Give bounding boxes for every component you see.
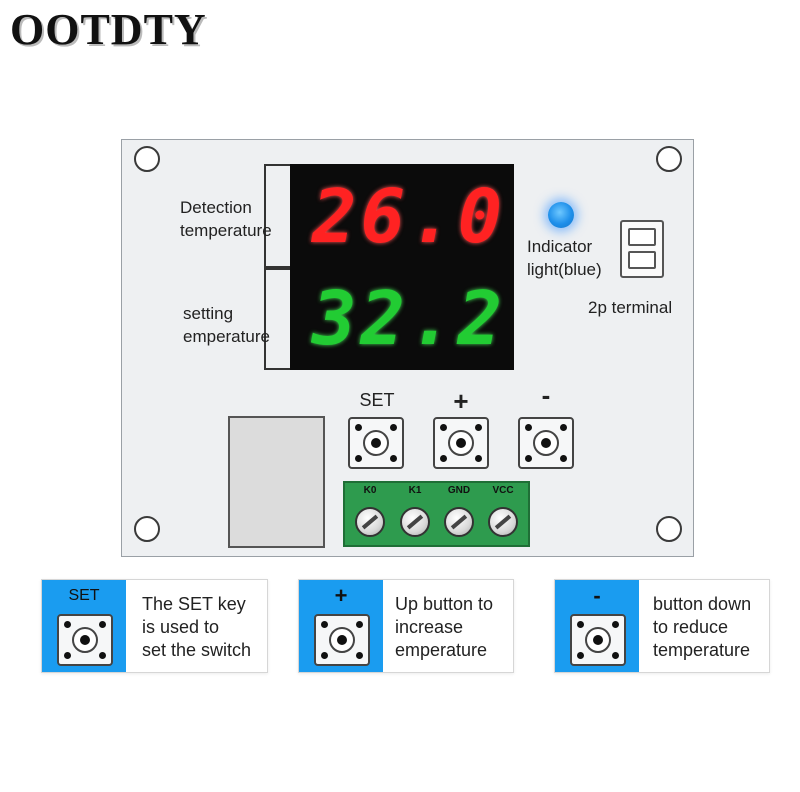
setting-bracket bbox=[264, 268, 290, 370]
legend-description: Up button to increase emperature bbox=[395, 594, 494, 660]
setting-temperature-display: 32.2 bbox=[290, 268, 514, 370]
setting-temperature-label: setting emperature bbox=[183, 304, 270, 346]
set-button-label: SET bbox=[359, 390, 395, 410]
plus-button[interactable] bbox=[433, 417, 489, 469]
setting-temperature-value: 32.2 bbox=[312, 276, 507, 362]
plus-button-label: + bbox=[453, 386, 469, 416]
screw-icon[interactable] bbox=[444, 507, 474, 537]
legend-key-title: SET bbox=[68, 587, 100, 604]
brand-logo: OOTDTY bbox=[10, 5, 207, 54]
legend-card-plus: + Up button to increase emperature bbox=[298, 579, 514, 673]
screw-terminal-block: K0 K1 GND VCC bbox=[343, 481, 530, 547]
terminal-label-k0: K0 bbox=[363, 485, 377, 496]
terminal-label-vcc: VCC bbox=[492, 485, 514, 496]
detection-temperature-display: 26.0 bbox=[290, 164, 514, 268]
mounting-hole bbox=[656, 516, 682, 542]
minus-button[interactable] bbox=[518, 417, 574, 469]
detection-temperature-label: Detection temperature bbox=[180, 198, 272, 240]
legend-key-title: - bbox=[593, 583, 601, 608]
terminal-slot bbox=[628, 228, 656, 246]
legend-description: The SET key is used to set the switch bbox=[142, 594, 252, 660]
screw-icon[interactable] bbox=[355, 507, 385, 537]
detection-bracket bbox=[264, 164, 290, 268]
legend-description: button down to reduce temperature bbox=[653, 594, 752, 660]
legend-key-title: + bbox=[334, 583, 348, 608]
legend-button-icon bbox=[57, 614, 113, 666]
detection-temperature-value: 26.0 bbox=[312, 174, 507, 260]
terminal-label-k1: K1 bbox=[408, 485, 422, 496]
terminal-slot bbox=[628, 251, 656, 269]
two-pin-terminal-label: 2p terminal bbox=[588, 298, 673, 317]
relay-block bbox=[228, 416, 325, 548]
mounting-hole bbox=[134, 146, 160, 172]
legend-button-icon bbox=[570, 614, 626, 666]
indicator-led-icon bbox=[548, 202, 574, 228]
terminal-label-gnd: GND bbox=[447, 485, 471, 496]
indicator-label: Indicator light(blue) bbox=[527, 237, 602, 279]
screw-icon[interactable] bbox=[400, 507, 430, 537]
screw-icon[interactable] bbox=[488, 507, 518, 537]
set-button[interactable] bbox=[348, 417, 404, 469]
minus-button-label: - bbox=[541, 380, 551, 410]
legend-button-icon bbox=[314, 614, 370, 666]
two-pin-terminal bbox=[620, 220, 664, 278]
legend-card-set: SET The SET key is used to set the switc… bbox=[41, 579, 268, 673]
mounting-hole bbox=[134, 516, 160, 542]
legend-card-minus: - button down to reduce temperature bbox=[554, 579, 770, 673]
mounting-hole bbox=[656, 146, 682, 172]
